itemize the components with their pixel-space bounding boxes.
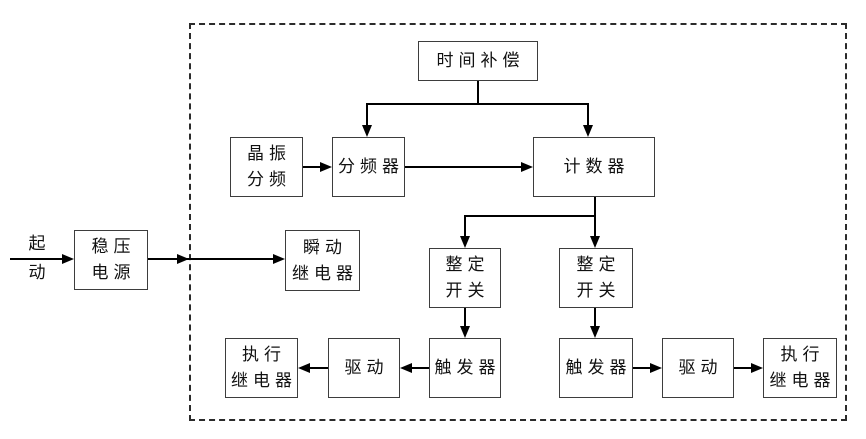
connector-crystal-to-divider [303, 166, 321, 168]
box-label: 执行 [780, 345, 825, 365]
box-regulated-power: 稳压 电源 [74, 230, 148, 290]
box-label: 驱动 [678, 358, 723, 378]
box-label: 整定 [576, 255, 621, 275]
box-label: 分频器 [338, 157, 404, 177]
connector-counter-branch [464, 215, 596, 217]
box-exec-relay-right: 执行 继电器 [763, 338, 837, 398]
box-label: 计数器 [563, 157, 630, 177]
box-label: 执行 [242, 345, 286, 365]
box-label: 开关 [445, 281, 490, 301]
arrowhead-left-icon [400, 363, 412, 373]
box-label: 继电器 [769, 371, 836, 391]
connector-drive-left-to-exec [310, 367, 329, 369]
connector-divider-to-counter [405, 166, 522, 168]
box-label: 继电器 [231, 371, 297, 391]
dashed-boundary [189, 23, 847, 421]
box-trigger-right: 触发器 [559, 338, 633, 398]
arrowhead-right-icon [650, 363, 662, 373]
box-label: 分频 [247, 170, 291, 190]
box-label: 电源 [91, 263, 136, 283]
box-label: 时间补偿 [436, 51, 525, 71]
box-frequency-divider: 分频器 [332, 137, 405, 197]
box-setting-switch-right: 整定 开关 [559, 248, 633, 308]
arrowhead-down-icon [362, 125, 372, 137]
box-setting-switch-left: 整定 开关 [429, 248, 501, 308]
box-trigger-left: 触发器 [429, 338, 501, 398]
connector-counter-to-setting-right [594, 217, 596, 237]
arrowhead-down-icon [460, 326, 470, 338]
box-time-compensation: 时间补偿 [418, 41, 538, 81]
arrowhead-right-icon [177, 254, 189, 264]
connector-trigger-right-to-drive [632, 367, 651, 369]
connector-setting-left-to-trigger [464, 308, 466, 327]
box-label: 晶振 [247, 144, 291, 164]
connector-timecomp-stem [477, 81, 479, 105]
box-drive-right: 驱动 [662, 338, 734, 398]
arrowhead-right-icon [521, 162, 533, 172]
box-label: 开关 [576, 281, 621, 301]
box-label: 瞬动 [303, 237, 347, 258]
box-label: 驱动 [344, 358, 389, 378]
connector-counter-stem [594, 197, 596, 217]
connector-power-to-instant-relay [148, 258, 274, 260]
box-crystal-divider: 晶振 分频 [230, 137, 303, 197]
box-label: 触发器 [434, 358, 501, 378]
arrowhead-right-icon [751, 363, 763, 373]
arrowhead-down-icon [590, 236, 600, 248]
start-label-line: 动 [28, 263, 46, 283]
box-label: 稳压 [91, 237, 136, 257]
arrowhead-down-icon [460, 236, 470, 248]
arrowhead-right-icon [62, 254, 74, 264]
box-label: 触发器 [565, 358, 632, 378]
start-label-line: 起 [28, 234, 46, 254]
box-counter: 计数器 [533, 137, 655, 197]
connector-trigger-left-to-drive [412, 367, 430, 369]
start-label: 起 动 [27, 235, 47, 283]
connector-timecomp-to-divider [366, 105, 368, 126]
connector-timecomp-to-counter [587, 105, 589, 126]
box-instant-relay: 瞬动 继电器 [285, 230, 360, 291]
connector-drive-right-to-exec [734, 367, 752, 369]
arrowhead-right-icon [273, 254, 285, 264]
box-label: 继电器 [292, 263, 358, 284]
connector-timecomp-branch [366, 103, 589, 105]
box-drive-left: 驱动 [328, 338, 400, 398]
connector-setting-right-to-trigger [594, 308, 596, 327]
arrowhead-down-icon [583, 125, 593, 137]
arrowhead-left-icon [298, 363, 310, 373]
box-label: 整定 [445, 255, 490, 275]
connector-counter-to-setting-left [464, 217, 466, 237]
box-exec-relay-left: 执行 继电器 [225, 338, 298, 398]
arrowhead-right-icon [320, 162, 332, 172]
arrowhead-down-icon [590, 326, 600, 338]
connector-start-to-power [10, 258, 63, 260]
